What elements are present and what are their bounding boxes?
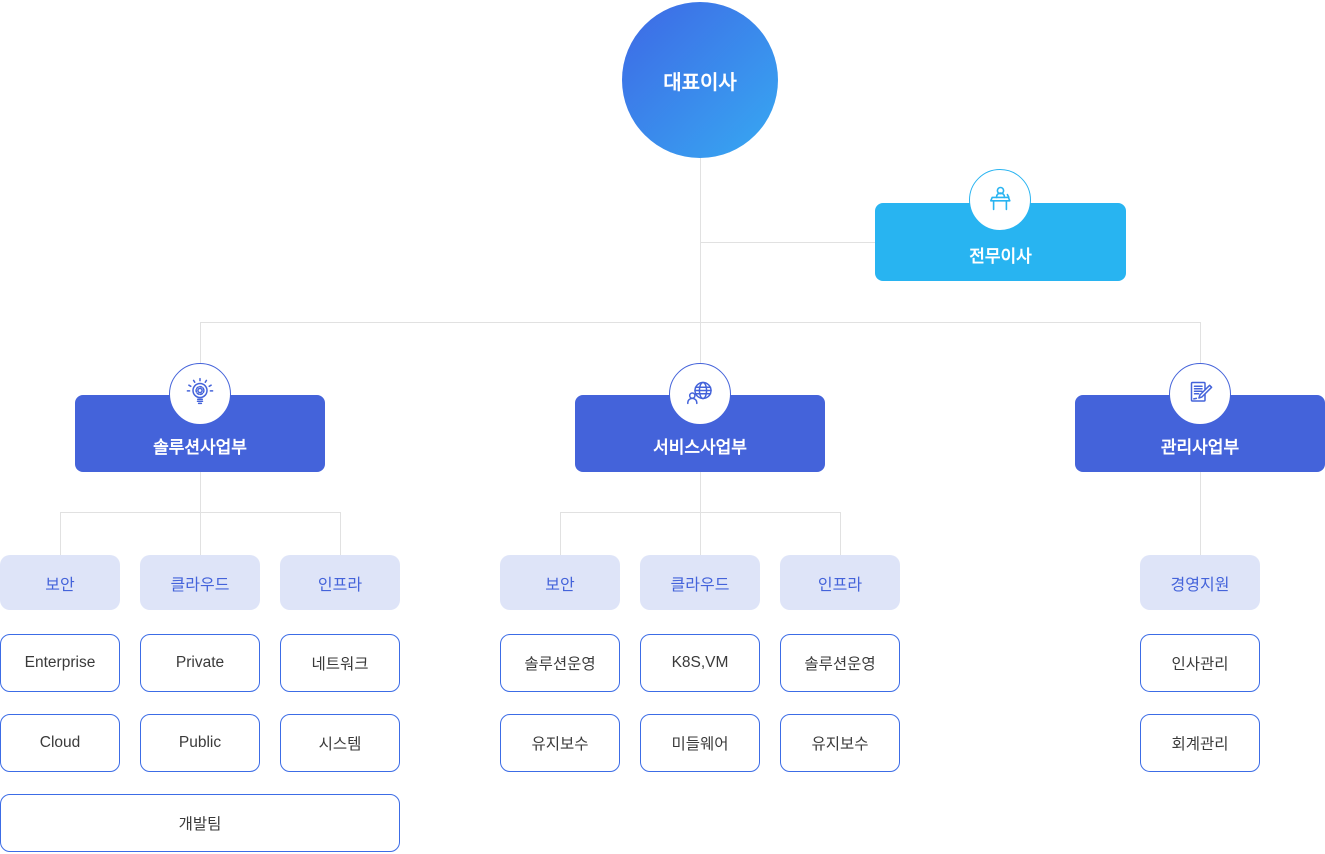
connector-line	[1200, 322, 1201, 363]
connector-line	[340, 512, 341, 555]
team-box: 보안	[0, 555, 120, 610]
team-box: 클라우드	[140, 555, 260, 610]
team-label: 인프라	[317, 576, 363, 594]
connector-line	[700, 322, 701, 363]
ceo-label: 대표이사	[663, 71, 737, 94]
unit-label: 유지보수	[811, 736, 869, 753]
unit-box: 네트워크	[280, 634, 400, 692]
team-box: 경영지원	[1140, 555, 1260, 610]
team-label: 경영지원	[1170, 576, 1230, 594]
unit-label: Enterprise	[24, 654, 96, 671]
unit-label: K8S,VM	[671, 654, 729, 671]
connector-line	[1200, 472, 1201, 555]
unit-label: 개발팀	[178, 816, 222, 833]
connector-line	[200, 472, 201, 512]
connector-line	[200, 512, 201, 555]
dev-team-box: 개발팀	[0, 794, 400, 852]
unit-box: 솔루션운영	[780, 634, 900, 692]
connector-line	[60, 512, 61, 555]
ceo-node: 대표이사	[622, 2, 778, 158]
unit-label: 네트워크	[311, 656, 369, 673]
unit-box: 시스템	[280, 714, 400, 772]
podium-icon	[990, 186, 1011, 211]
unit-box: 인사관리	[1140, 634, 1260, 692]
unit-label: 솔루션운영	[524, 656, 596, 673]
connector-line	[700, 512, 701, 555]
unit-label: 인사관리	[1171, 656, 1229, 673]
team-label: 보안	[545, 576, 575, 594]
unit-box: Private	[140, 634, 260, 692]
unit-label: Cloud	[39, 734, 81, 751]
unit-label: Public	[178, 734, 222, 751]
connector-line	[560, 512, 561, 555]
division-3-label: 관리사업부	[1160, 438, 1240, 457]
unit-box: 유지보수	[780, 714, 900, 772]
team-label: 인프라	[817, 576, 863, 594]
connector-line	[700, 242, 875, 243]
team-box: 인프라	[280, 555, 400, 610]
unit-box: Public	[140, 714, 260, 772]
division-3-icon-circle	[1169, 363, 1231, 425]
team-box: 인프라	[780, 555, 900, 610]
lightbulb-gear-icon	[186, 377, 214, 405]
unit-label: Private	[175, 654, 225, 671]
unit-label: 회계관리	[1171, 736, 1229, 753]
connector-line	[840, 512, 841, 555]
unit-box: 유지보수	[500, 714, 620, 772]
executive-icon-circle	[969, 169, 1031, 231]
connector-line	[200, 322, 201, 363]
team-label: 클라우드	[670, 576, 730, 594]
unit-label: 유지보수	[531, 736, 589, 753]
unit-label: 미들웨어	[671, 736, 729, 753]
connector-line	[700, 158, 701, 322]
globe-user-icon	[687, 381, 712, 405]
division-1-label: 솔루션사업부	[153, 438, 247, 457]
division-2-icon-circle	[669, 363, 731, 425]
division-1-node: 솔루션사업부	[75, 395, 325, 472]
division-1-icon-circle	[169, 363, 231, 425]
unit-box: K8S,VM	[640, 634, 760, 692]
division-2-label: 서비스사업부	[653, 438, 747, 457]
unit-box: 솔루션운영	[500, 634, 620, 692]
connector-line	[700, 472, 701, 512]
team-label: 보안	[45, 576, 75, 594]
executive-label: 전무이사	[969, 247, 1032, 266]
team-box: 클라우드	[640, 555, 760, 610]
unit-box: Cloud	[0, 714, 120, 772]
unit-box: 미들웨어	[640, 714, 760, 772]
unit-box: Enterprise	[0, 634, 120, 692]
document-pen-icon	[1190, 381, 1213, 402]
team-label: 클라우드	[170, 576, 230, 594]
unit-box: 회계관리	[1140, 714, 1260, 772]
unit-label: 시스템	[318, 736, 362, 753]
team-box: 보안	[500, 555, 620, 610]
unit-label: 솔루션운영	[804, 656, 876, 673]
